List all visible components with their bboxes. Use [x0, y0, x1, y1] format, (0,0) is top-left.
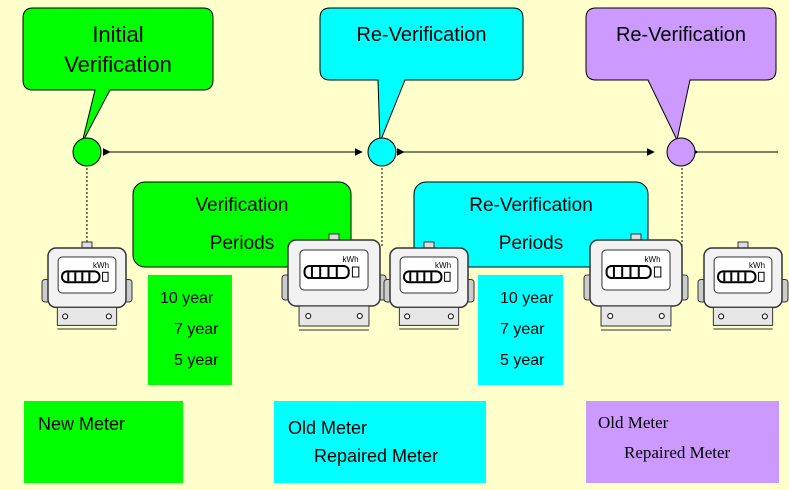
callout-initial-text: Initial Verification	[23, 20, 213, 80]
year-item: 7 year	[174, 321, 219, 338]
meter-icon: kWh	[697, 241, 789, 330]
callout-line: Re-Verification	[356, 24, 487, 46]
meter-kwh-label: kWh	[343, 255, 359, 264]
period-box-reverification	[413, 181, 649, 268]
years-box-1	[148, 275, 232, 385]
years-list-2: 10 year 7 year 5 year	[500, 283, 553, 376]
meter-icon: kWh	[41, 241, 133, 330]
period-line: Periods	[209, 233, 275, 254]
callout-initial-shape	[22, 7, 214, 144]
label-line: Repaired Meter	[314, 446, 439, 466]
year-item: 10 year	[160, 290, 214, 307]
period-verification-text: Verification Periods	[133, 187, 351, 263]
label-box-old-2	[586, 401, 779, 483]
callout-reverification-2-shape	[585, 7, 777, 142]
label-line: Old Meter	[598, 413, 669, 432]
year-item: 5 year	[174, 352, 219, 369]
period-line: Periods	[498, 233, 564, 254]
meter-kwh-label: kWh	[435, 261, 451, 270]
label-old-meter-2: Old Meter Repaired Meter	[598, 408, 730, 468]
label-line: Repaired Meter	[624, 443, 731, 462]
period-reverification-text: Re-Verification Periods	[414, 187, 648, 263]
label-new-meter: New Meter	[38, 414, 126, 434]
meter-icon: kWh	[583, 233, 689, 331]
label-box-old-1	[274, 401, 486, 483]
callout-reverification-2-text: Re-Verification	[586, 20, 776, 50]
label-box-new	[24, 401, 183, 483]
year-item: 5 year	[500, 352, 545, 369]
meter-kwh-label: kWh	[645, 255, 661, 264]
callout-reverification-1-shape	[319, 7, 524, 143]
meter-icon: kWh	[383, 241, 475, 330]
meter-kwh-label: kWh	[749, 261, 765, 270]
callout-line: Initial	[92, 22, 144, 47]
milestone-icon	[666, 137, 696, 167]
meter-icon: kWh	[281, 233, 387, 331]
period-line: Re-Verification	[469, 195, 593, 216]
year-item: 7 year	[500, 321, 545, 338]
meter-kwh-label: kWh	[93, 261, 109, 270]
year-item: 10 year	[500, 290, 554, 307]
label-old-meter-1: Old Meter Repaired Meter	[288, 414, 438, 470]
callout-reverification-1-text: Re-Verification	[320, 20, 523, 50]
milestone-icon	[72, 137, 102, 167]
label-line: Old Meter	[288, 418, 368, 438]
period-line: Verification	[195, 195, 289, 216]
callout-line: Verification	[64, 52, 172, 77]
milestone-icon	[367, 137, 397, 167]
callout-line: Re-Verification	[615, 24, 747, 46]
years-box-2	[478, 275, 563, 385]
years-list-1: 10 year 7 year 5 year	[160, 283, 218, 376]
